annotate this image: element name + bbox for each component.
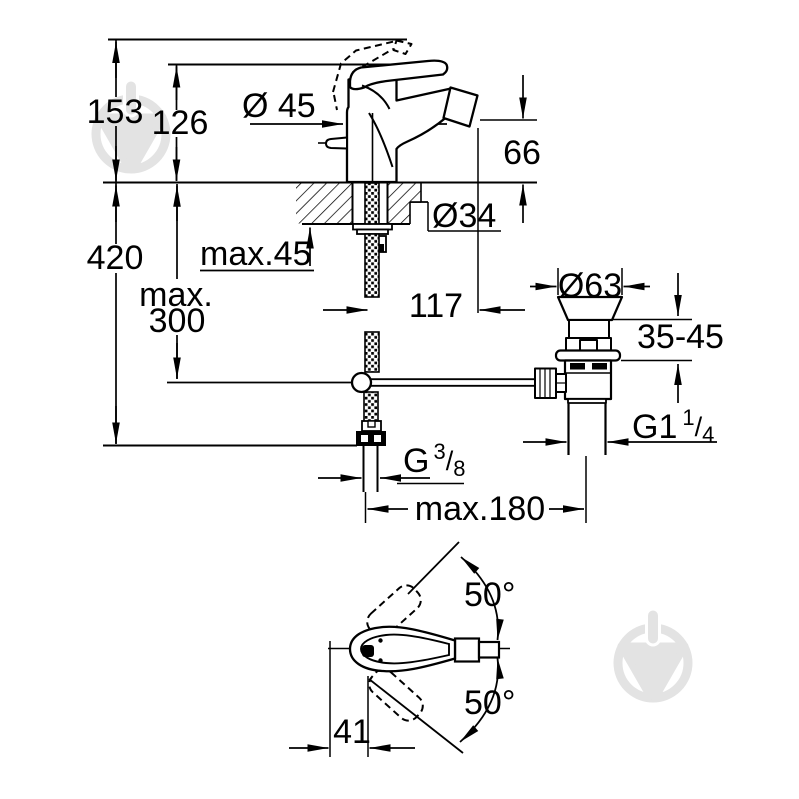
label-max45: max.45 [200,235,312,273]
swing-arc-lower [459,657,504,743]
watermark-stem [645,607,661,647]
deck-hatch-corner [410,183,421,202]
label-max300-line2: 300 [149,302,206,340]
swing-line-upper [407,541,460,595]
label-117: 117 [409,287,463,325]
deck-hatch-right [387,183,410,224]
watermark-stem [123,78,139,118]
label-max300-line1: max. [139,276,213,314]
deck-hatch-left [296,183,353,224]
faucet-lever [348,59,449,91]
waste-flange-ring [554,349,622,362]
aerator-tip [442,86,479,128]
pop-up-knob [325,136,348,150]
waste-neck [568,319,610,339]
pop-up-waste [534,295,624,455]
label-153: 153 [87,93,144,131]
flex-hose-upper [364,233,380,298]
flex-hose-middle [364,331,380,373]
handle-mark [362,645,374,657]
label-50-upper: 50° [464,576,515,614]
watermark-top-left [91,78,171,174]
supply-hoses [350,182,536,492]
label-d34: Ø34 [432,197,496,235]
label-50-lower: 50° [464,684,515,722]
swing-line-lower [368,678,464,754]
label-420: 420 [87,239,144,277]
handle-shaft-end [477,640,501,659]
label-41: 41 [333,713,371,751]
watermark-triangle [95,113,167,171]
label-3545: 35-45 [637,318,724,356]
watermark-right [613,607,693,703]
label-66: 66 [503,134,541,172]
faucet-body-spout [345,72,453,184]
countertop-section [296,183,422,225]
handle-phantom-upper [366,584,422,638]
rod-joint [350,371,373,394]
handle-shaft [453,637,481,663]
handle-top-view [328,584,510,722]
threaded-shank [364,182,380,230]
dimension-lines [103,38,717,757]
label-126: 126 [152,104,209,142]
waste-plug [556,295,624,322]
watermark-triangle [617,642,689,700]
dimension-labels: 153 126 Ø 45 66 Ø34 max.45 420 max. 300 … [87,87,724,751]
hose-connector [356,431,386,446]
label-max180: max.180 [415,490,545,528]
label-d45: Ø 45 [242,87,316,125]
swing-arc-upper [460,556,504,641]
label-d63: Ø63 [558,267,622,305]
handle-phantom-lower [368,668,424,722]
faucet-front-view [318,39,479,184]
